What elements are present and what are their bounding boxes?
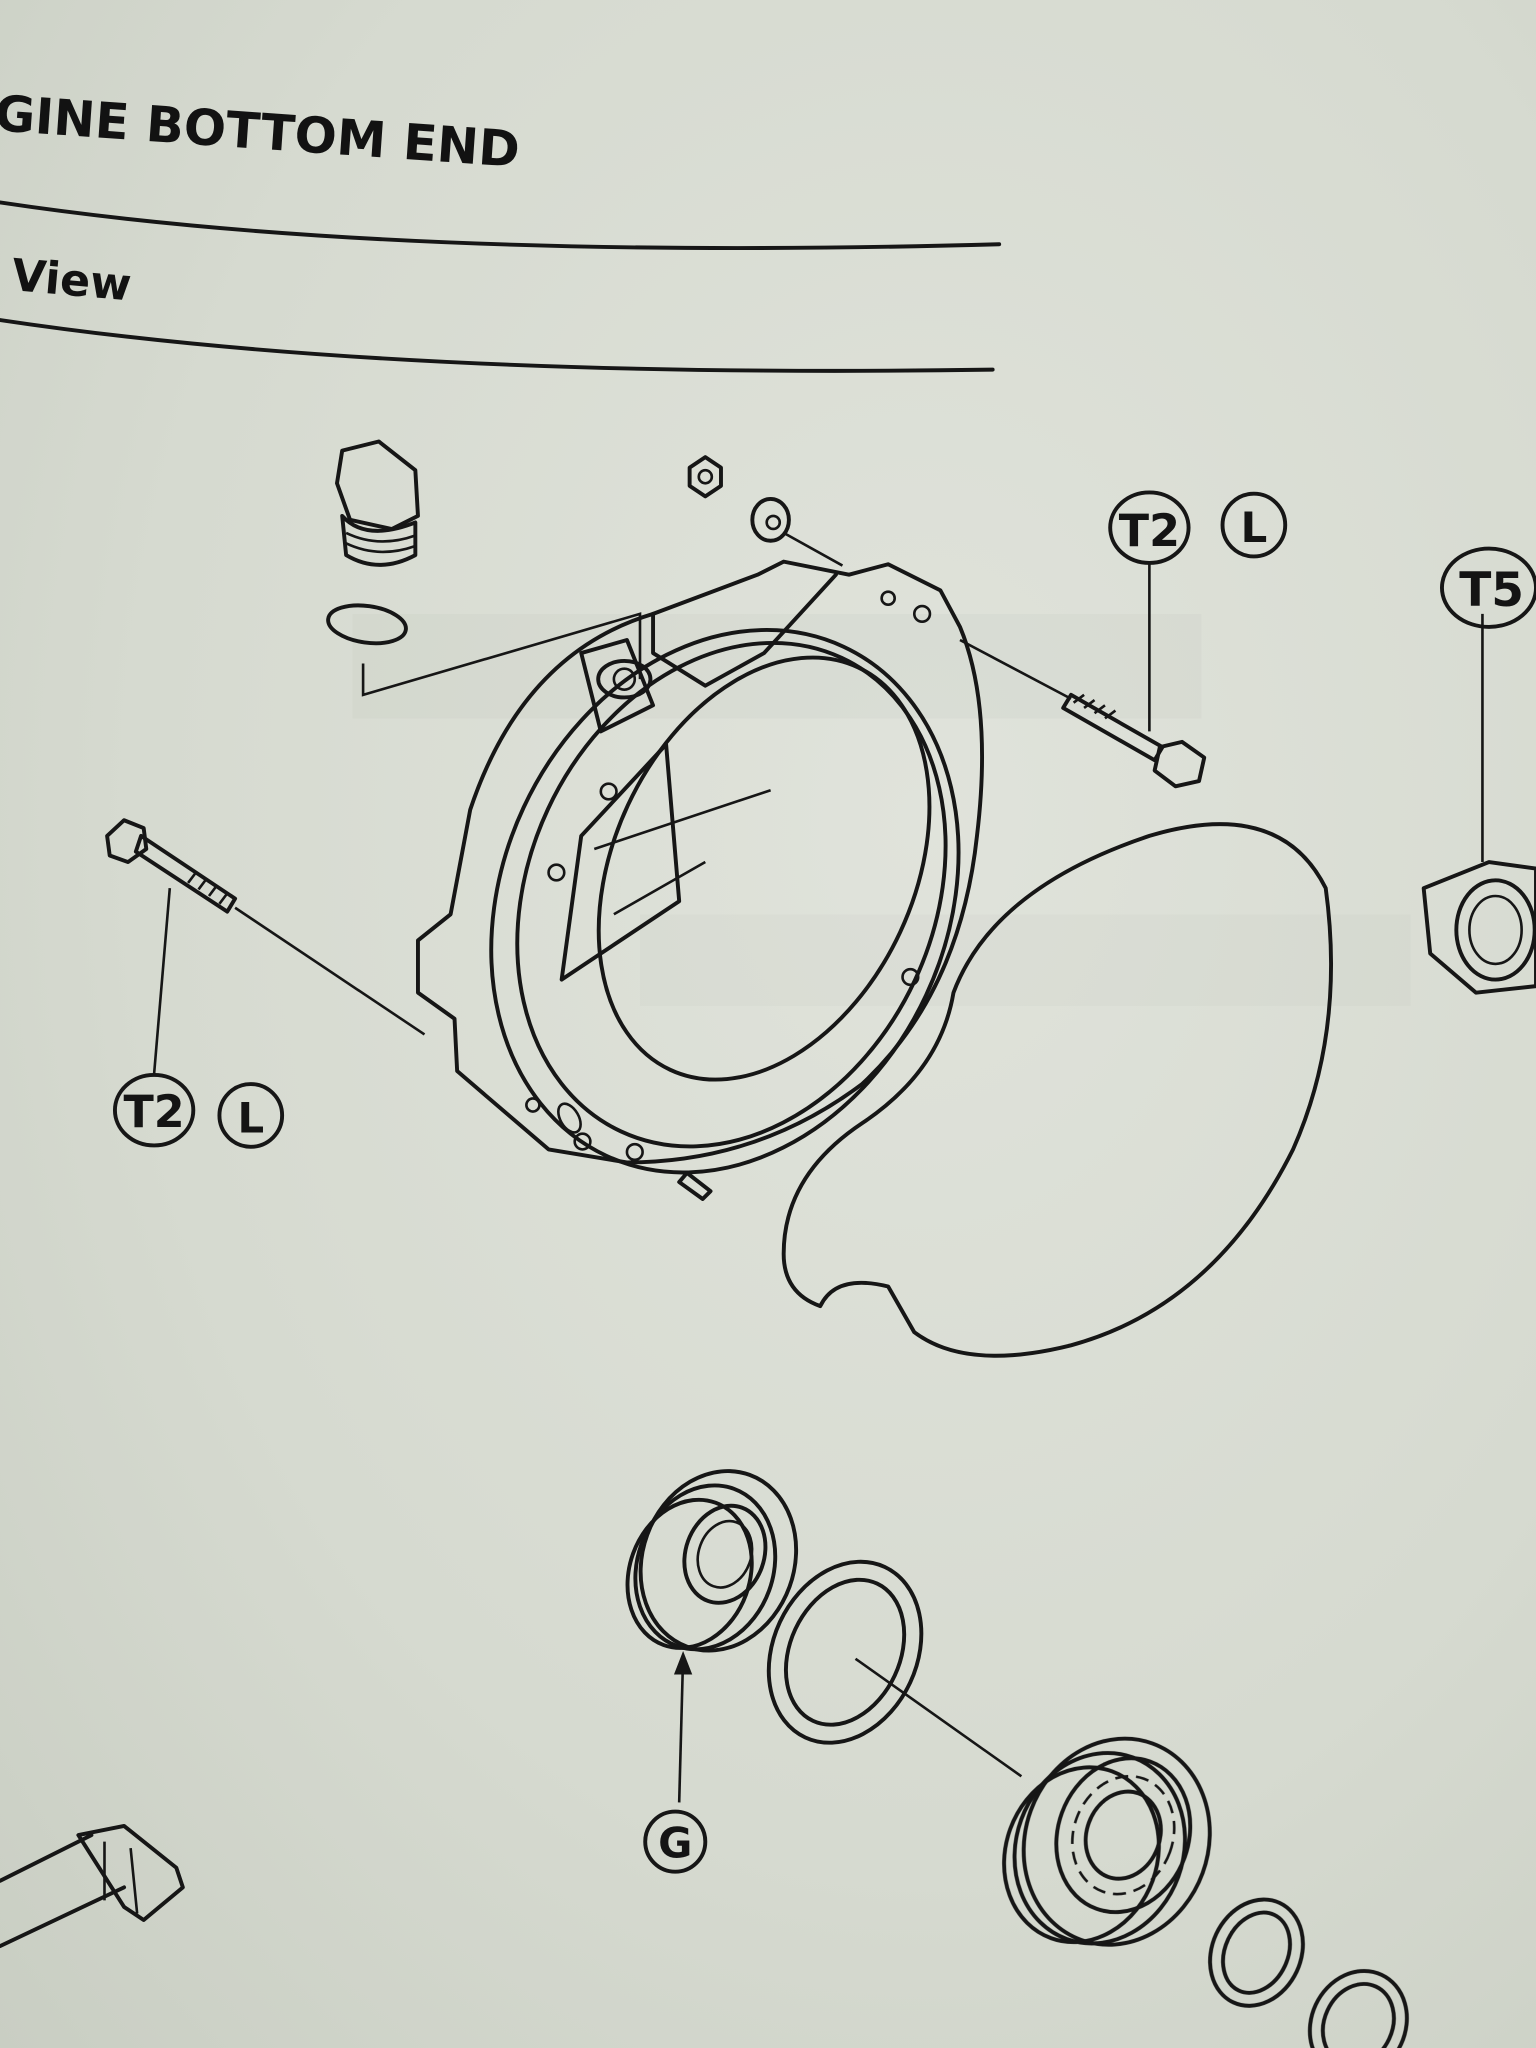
- nut: [687, 455, 723, 499]
- dowel-pin: [677, 1170, 713, 1201]
- shim-ring: [766, 1559, 924, 1745]
- oil-seal: [625, 1469, 799, 1653]
- shaft: [0, 1823, 185, 1949]
- large-nut: [1421, 860, 1536, 995]
- oil-filler-cap: [335, 439, 420, 567]
- o-ring: [326, 603, 408, 646]
- small-ring: [1208, 1897, 1305, 2008]
- washer: [750, 496, 791, 543]
- header-rule-top: [0, 200, 1002, 251]
- torque-label: T2: [124, 1087, 185, 1138]
- bolt-right: [959, 638, 1207, 789]
- callout-t2-right: T2 L: [1108, 490, 1288, 732]
- header-rule-bottom: [0, 318, 995, 373]
- bolt-left: [105, 818, 426, 1036]
- callout-grease: G: [643, 1809, 708, 1874]
- subsection-title: View: [9, 250, 133, 311]
- leader-line-grease: [677, 1656, 685, 1803]
- callout-t5: T5: [1440, 546, 1536, 629]
- torque-label: T5: [1459, 563, 1524, 618]
- page-header: GINE BOTTOM END View: [0, 84, 1002, 373]
- locking-agent-label: L: [1241, 503, 1268, 552]
- leader-line-washer: [783, 531, 844, 567]
- cover-gasket: [781, 822, 1333, 1358]
- arrow-icon: [673, 1650, 693, 1675]
- small-ring-2: [1307, 1968, 1409, 2048]
- crankcase-cover: [415, 559, 985, 1175]
- leader-line-cap: [361, 612, 642, 697]
- ball-bearing: [1002, 1736, 1212, 1947]
- callout-t2-left: T2 L: [112, 888, 285, 1149]
- section-title: GINE BOTTOM END: [0, 84, 522, 179]
- leader-line-bearing: [854, 1657, 1023, 1778]
- grease-label: G: [658, 1818, 692, 1867]
- torque-label: T2: [1119, 506, 1180, 557]
- locking-agent-label: L: [237, 1093, 264, 1142]
